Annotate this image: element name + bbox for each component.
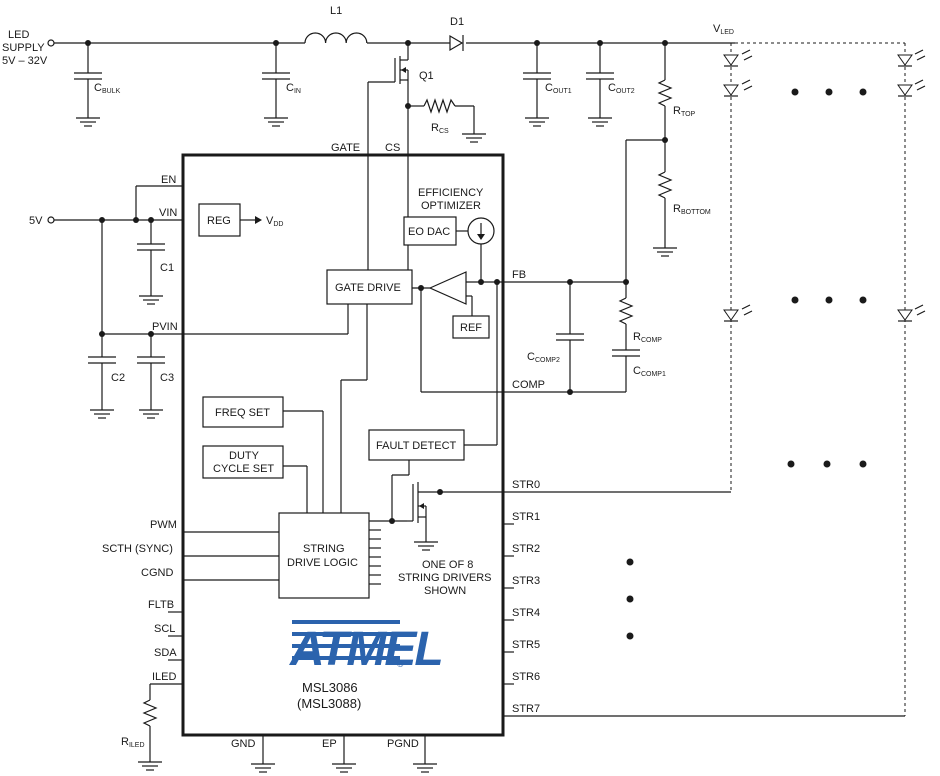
logo-registered-mark: ® — [397, 659, 404, 669]
reg-block — [198, 203, 241, 237]
eo-title-1: EFFICIENCY — [418, 187, 484, 199]
pin-comp-label: COMP — [512, 379, 545, 391]
freq-set-block — [202, 396, 284, 428]
duty-label-2: CYCLE SET — [213, 463, 274, 475]
capacitor-cin — [262, 43, 290, 127]
mosfet-q1 — [367, 43, 486, 155]
reg-label: REG — [207, 215, 231, 227]
sdl-label-2: DRIVE LOGIC — [287, 557, 358, 569]
pin-fb-label: FB — [512, 269, 526, 281]
sdl-label-1: STRING — [303, 543, 345, 555]
led-string-0 — [723, 49, 753, 322]
ccomp2-label: CCOMP2 — [527, 351, 560, 364]
pin-pwm-label: PWM — [150, 519, 177, 531]
note-line-1: ONE OF 8 — [422, 559, 473, 571]
mosfet-label: Q1 — [419, 70, 434, 82]
string-driver-mosfet — [407, 482, 731, 551]
pin-fltb-label: FLTB — [148, 599, 174, 611]
diode-label: D1 — [450, 16, 464, 28]
freq-set-label: FREQ SET — [215, 407, 270, 419]
vled-label: VLED — [713, 23, 734, 36]
left-pins — [138, 531, 279, 771]
part-number: MSL3086 — [302, 680, 358, 695]
capacitor-cout2 — [586, 43, 614, 127]
duty-label-1: DUTY — [229, 450, 260, 462]
pin-iled-label: ILED — [152, 671, 177, 683]
pin-str2-label: STR2 — [512, 543, 540, 555]
pin-cs-label: CS — [385, 142, 400, 154]
pin-scth-label: SCTH (SYNC) — [102, 543, 173, 555]
inductor-label: L1 — [330, 5, 342, 17]
pin-vin-label: VIN — [159, 207, 177, 219]
comp-network — [503, 279, 640, 395]
inductor-l1 — [304, 32, 368, 44]
duty-cycle-block — [202, 445, 284, 479]
pin-en-label: EN — [161, 174, 176, 186]
pin-ep-label: EP — [322, 738, 337, 750]
vin-network — [47, 185, 349, 419]
fault-detect-block — [368, 429, 465, 461]
rcs-label: RCS — [431, 122, 449, 135]
gate-cs-internal — [367, 155, 409, 270]
led-strings — [626, 42, 926, 716]
ref-label: REF — [460, 322, 482, 334]
internal-routing — [283, 282, 498, 513]
pin-pgnd-label: PGND — [387, 738, 419, 750]
gate-drive-block — [326, 269, 413, 305]
capacitor-cout1 — [523, 43, 551, 127]
rtop-label: RTOP — [673, 105, 696, 118]
pin-gate-label: GATE — [331, 142, 360, 154]
str-pins — [503, 523, 905, 717]
supply-label-line1: LED — [8, 29, 29, 41]
note-line-2: STRING DRIVERS — [398, 572, 492, 584]
ccomp1-label: CCOMP1 — [633, 365, 666, 378]
string-logic-outputs — [369, 460, 410, 585]
pin-str3-label: STR3 — [512, 575, 540, 587]
bottom-pins — [251, 735, 437, 773]
c1-label: C1 — [160, 262, 174, 274]
pin-gnd-label: GND — [231, 738, 256, 750]
eo-title-2: OPTIMIZER — [421, 200, 481, 212]
pin-str5-label: STR5 — [512, 639, 540, 651]
v5-label: 5V — [29, 215, 43, 227]
error-amplifier — [412, 271, 626, 393]
pin-str4-label: STR4 — [512, 607, 540, 619]
eo-dac-label: EO DAC — [408, 226, 450, 238]
pin-cgnd-label: CGND — [141, 567, 173, 579]
pin-pvin-label: PVIN — [152, 321, 178, 333]
vdd-label: VDD — [266, 215, 283, 228]
supply-label-line3: 5V – 32V — [2, 55, 48, 67]
pin-str1-label: STR1 — [512, 511, 540, 523]
c2-label: C2 — [111, 372, 125, 384]
pin-str0-label: STR0 — [512, 479, 540, 491]
led-supply-rail — [47, 39, 735, 47]
diode-d1 — [449, 34, 464, 52]
string-drive-logic-block — [278, 512, 370, 599]
fault-detect-label: FAULT DETECT — [376, 440, 457, 452]
part-number-alt: (MSL3088) — [297, 696, 361, 711]
led-string-7 — [897, 49, 926, 322]
pin-sda-label: SDA — [154, 647, 177, 659]
atmel-logo: ATMEL ® — [289, 620, 444, 676]
cin-label: CIN — [286, 82, 301, 95]
riled-label: RILED — [121, 736, 145, 749]
note-line-3: SHOWN — [424, 585, 466, 597]
logo-wordmark: ATMEL — [289, 623, 442, 676]
pin-scl-label: SCL — [154, 623, 175, 635]
capacitor-cbulk — [74, 43, 102, 127]
rcomp-label: RCOMP — [633, 331, 662, 344]
gate-drive-label: GATE DRIVE — [335, 282, 401, 294]
ref-block — [452, 315, 490, 339]
cout1-label: COUT1 — [545, 82, 572, 95]
rbottom-label: RBOTTOM — [673, 203, 711, 216]
cbulk-label: CBULK — [94, 82, 121, 95]
cout2-label: COUT2 — [608, 82, 635, 95]
pin-str6-label: STR6 — [512, 671, 540, 683]
c3-label: C3 — [160, 372, 174, 384]
pin-str7-label: STR7 — [512, 703, 540, 715]
feedback-divider — [625, 43, 677, 282]
supply-label-line2: SUPPLY — [2, 42, 45, 54]
